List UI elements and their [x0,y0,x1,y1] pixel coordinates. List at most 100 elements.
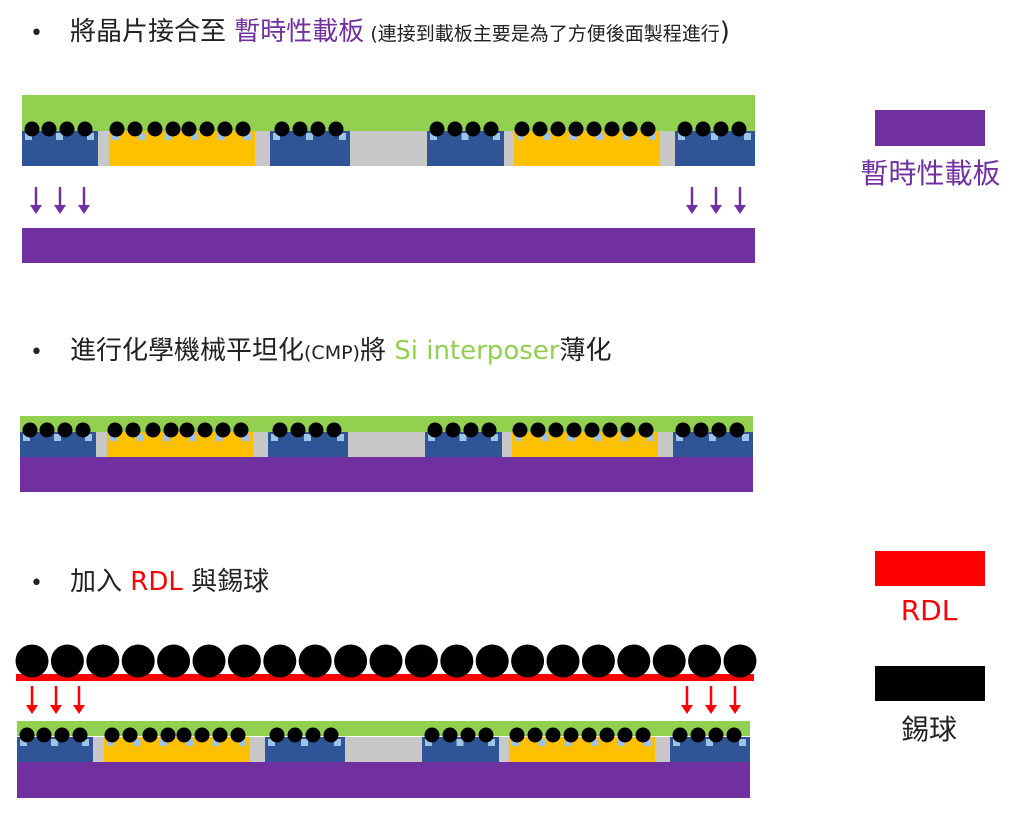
solder-ball [298,644,332,678]
solder-ball [192,644,226,678]
down-arrow-head [710,205,722,214]
micro-bump [447,121,463,137]
chip-pad [25,133,32,140]
micro-bump [708,727,724,743]
micro-bump [77,121,93,137]
solder-ball [652,644,686,678]
chip-pad [543,133,551,140]
chip-pad [54,434,61,441]
chip-pad [159,739,167,746]
micro-bump [672,727,688,743]
chip-pad [191,133,199,140]
chip-pad [110,434,117,441]
micro-bump [726,727,742,743]
micro-bump [640,121,656,137]
micro-bump [54,727,70,743]
micro-bump [274,121,290,137]
chip-pad [271,434,278,441]
micro-bump [323,727,339,743]
micro-bump [677,121,693,137]
micro-bump [160,727,176,743]
micro-bump [731,121,747,137]
micro-bump [212,727,228,743]
chip-pad [673,739,680,746]
solder-ball [121,644,155,678]
chip-pad [306,133,313,140]
micro-bump [622,121,638,137]
chip-pad [20,739,27,746]
micro-bump [57,422,73,438]
micro-bump [599,727,615,743]
down-arrow-head [78,205,90,214]
micro-bump [584,422,600,438]
micro-bump [59,121,75,137]
chip-pad [273,133,280,140]
micro-bump [693,422,709,438]
micro-bump [483,121,499,137]
chip-pad [569,133,577,140]
solder-ball [157,644,191,678]
solder-ball [475,644,509,678]
micro-bump [460,727,476,743]
micro-bump [532,121,548,137]
chip-pad [456,739,464,746]
chip-pad [186,739,194,746]
micro-bump [713,121,729,137]
micro-bump [568,121,584,137]
chip-pad [334,739,341,746]
chip-pad [430,133,437,140]
chip-pad [538,739,546,746]
micro-bump [163,422,179,438]
micro-bump [604,121,620,137]
micro-bump [233,422,249,438]
chip-pad [112,133,119,140]
chip-pad [138,133,146,140]
chip-pad [268,739,275,746]
chip-pad [711,133,718,140]
solder-ball [440,644,474,678]
micro-bump [690,727,706,743]
micro-bump [512,422,528,438]
micro-bump [75,422,91,438]
step-1-segment: (連接到載板主要是為了方便後面製程進行 [364,23,720,45]
micro-bump [481,422,497,438]
solder-ball [86,644,120,678]
chip-pad [215,434,223,441]
chip-pad [739,739,746,746]
micro-bump [545,727,561,743]
micro-bump [478,727,494,743]
micro-bump [125,422,141,438]
down-arrow-head [30,205,42,214]
micro-bump [308,422,324,438]
chip-pad [136,434,144,441]
chip-pad [488,739,495,746]
micro-bump [675,422,691,438]
chip-pad [461,133,469,140]
chip-pad [596,133,604,140]
step-1-segment: 暫時性載板 [234,17,365,47]
chip-pad [82,739,89,746]
micro-bump [328,121,344,137]
chip-pad [622,133,630,140]
micro-bump [22,422,38,438]
chip-pad [212,739,220,746]
chip-die [514,131,660,166]
chip-pad [517,133,524,140]
step-1-text: •將晶片接合至 暫時性載板 (連接到載板主要是為了方便後面製程進行) [30,12,730,52]
micro-bump [165,121,181,137]
step-2-segment: 進行化學機械平坦化 [70,336,305,366]
chip-pad [493,133,500,140]
chip-pad [244,133,251,140]
chip-pad [301,739,308,746]
chip-pad [620,434,628,441]
rdl-layer [16,674,754,681]
micro-bump [145,422,161,438]
step-2-text: •進行化學機械平坦化(CMP)將 Si interposer薄化 [30,331,611,371]
bullet-1: • [30,21,43,46]
micro-bump [514,121,530,137]
chip-pad [591,739,599,746]
chip-pad [541,434,549,441]
down-arrow-red-head [73,705,85,714]
micro-bump [127,121,143,137]
micro-bump [427,422,443,438]
